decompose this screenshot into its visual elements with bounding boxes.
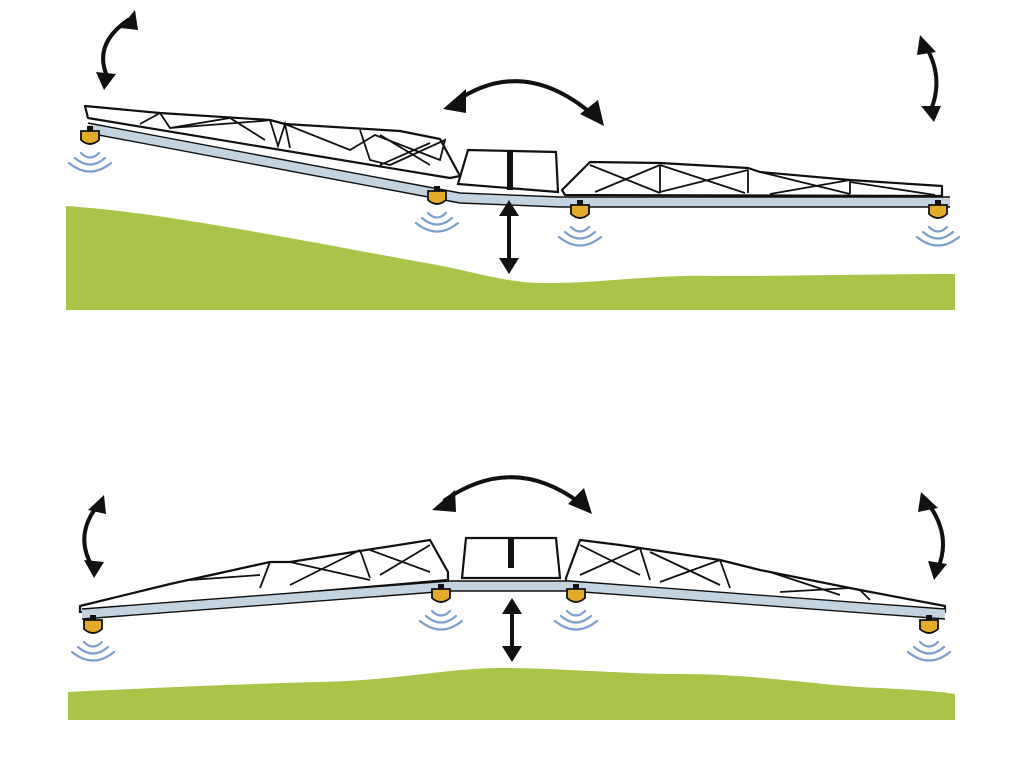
- tilt-arrow-icon: [917, 35, 941, 122]
- sound-wave-icon: [915, 225, 961, 247]
- panel-top: [66, 10, 961, 310]
- ground-sloped: [66, 206, 955, 310]
- rotate-arrow-icon: [443, 79, 604, 126]
- tilt-arrow-icon: [96, 10, 138, 90]
- sound-wave-icon: [70, 640, 116, 662]
- ground-rolling: [68, 668, 955, 720]
- rotate-arrow-icon: [432, 475, 592, 514]
- ultrasonic-sensor-icon: [906, 615, 952, 662]
- sound-wave-icon: [906, 640, 952, 662]
- right-wing-truss: [560, 160, 944, 198]
- center-frame: [456, 148, 560, 194]
- ultrasonic-sensor-icon: [553, 584, 599, 631]
- tilt-arrow-icon: [918, 492, 947, 580]
- sound-wave-icon: [553, 609, 599, 631]
- sound-wave-icon: [418, 609, 464, 631]
- ultrasonic-sensor-icon: [67, 126, 113, 173]
- height-arrow-icon: [502, 598, 522, 662]
- ultrasonic-sensor-icon: [414, 186, 460, 233]
- tilt-arrow-icon: [82, 495, 106, 578]
- boom-beam: [81, 580, 946, 620]
- sound-wave-icon: [67, 151, 113, 173]
- center-frame: [460, 536, 562, 580]
- panel-bottom: [68, 475, 955, 720]
- sound-wave-icon: [557, 225, 603, 247]
- ultrasonic-sensor-icon: [557, 200, 603, 247]
- height-arrow-icon: [499, 200, 519, 274]
- left-wing-truss: [83, 104, 462, 180]
- ultrasonic-sensor-icon: [418, 584, 464, 631]
- ultrasonic-sensor-icon: [70, 615, 116, 662]
- sound-wave-icon: [414, 211, 460, 233]
- ultrasonic-sensor-icon: [915, 200, 961, 247]
